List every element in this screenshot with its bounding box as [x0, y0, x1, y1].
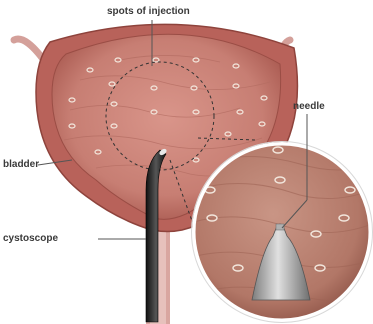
- spots-of-injection-label: spots of injection: [107, 6, 190, 18]
- zoom-inset: [192, 142, 373, 323]
- bladder-label: bladder: [3, 159, 39, 171]
- cystoscope-label: cystoscope: [3, 233, 58, 245]
- needle-label: needle: [293, 101, 325, 113]
